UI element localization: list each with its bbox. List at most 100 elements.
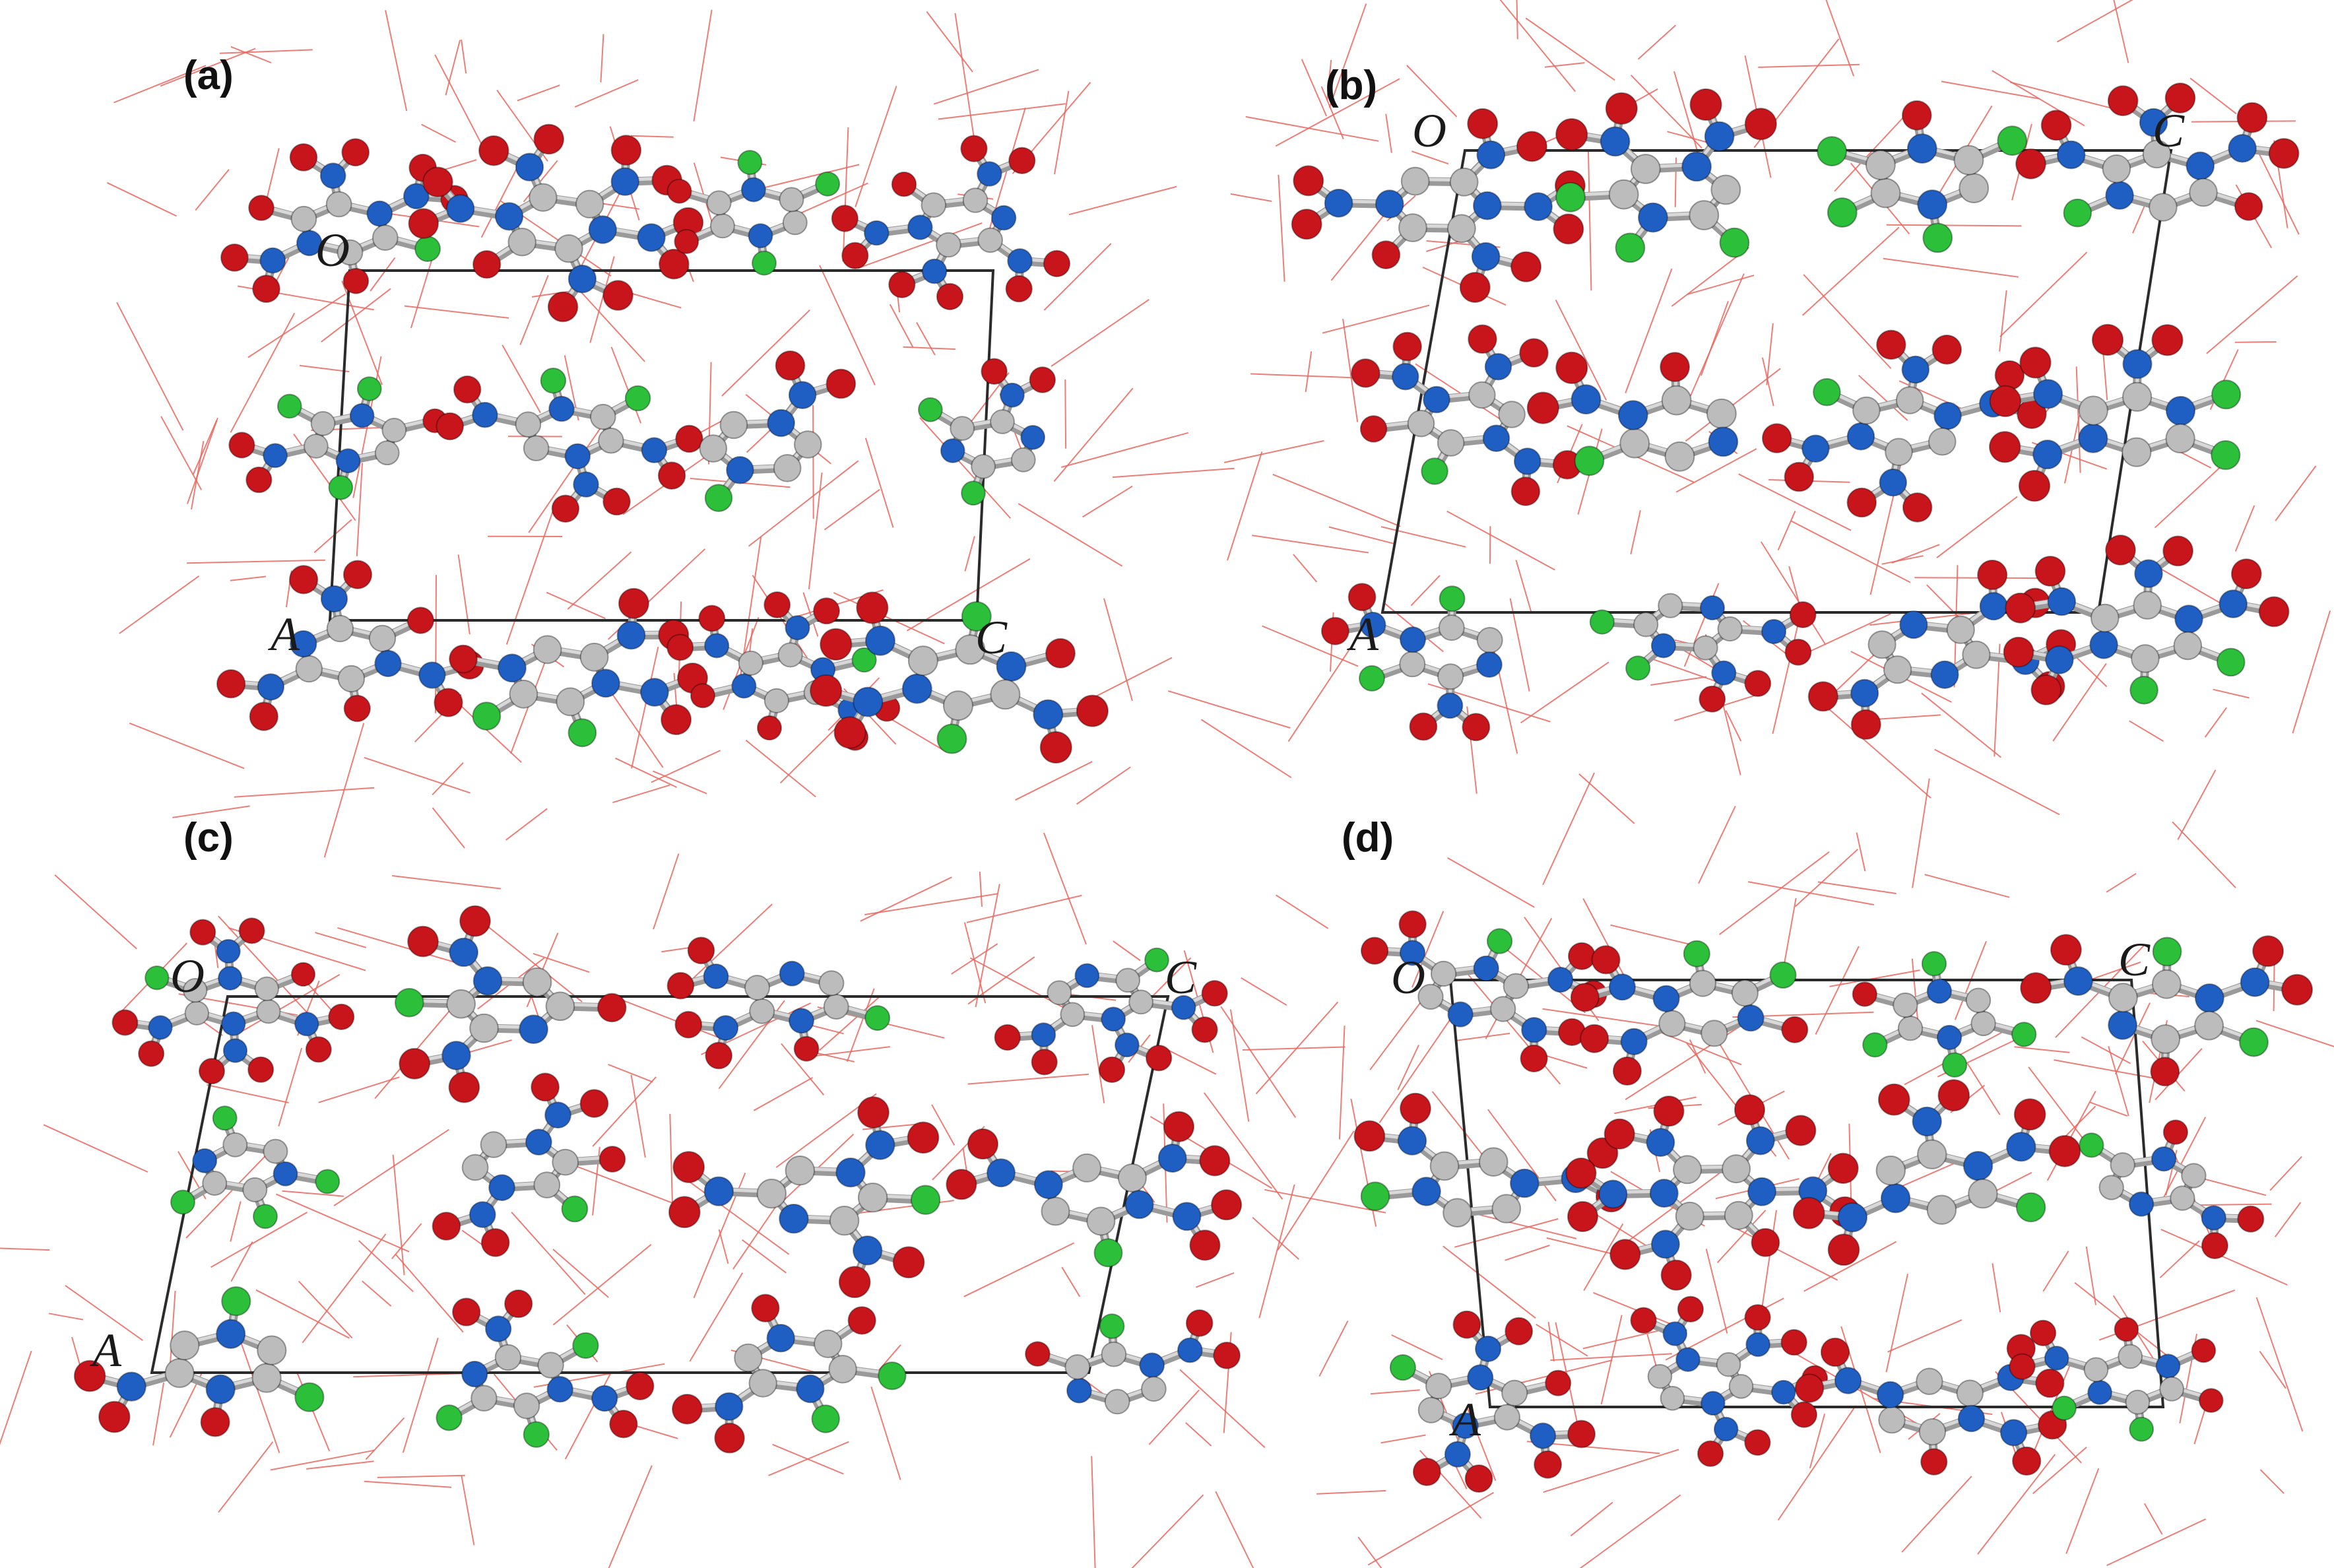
oxygen-atom (1029, 366, 1056, 393)
oxygen-atom (1201, 980, 1228, 1007)
carbon-atom (1491, 1194, 1522, 1224)
hbond-line (781, 1043, 825, 1095)
carbon-atom (1449, 167, 1479, 197)
hbond-line (1391, 1334, 1443, 1361)
hbond-line (1716, 1210, 1767, 1263)
carbon-atom (1493, 1404, 1520, 1431)
fluorine-atom (851, 647, 877, 673)
fluorine-atom (1813, 377, 1841, 407)
fluorine-atom (737, 150, 763, 176)
oxygen-atom (891, 171, 917, 197)
nitrogen-atom (1475, 651, 1503, 678)
oxygen-atom (1076, 694, 1109, 727)
nitrogen-atom (1475, 1335, 1502, 1363)
nitrogen-atom (1411, 1177, 1441, 1206)
fluorine-atom (1574, 445, 1605, 476)
hbond-line (857, 222, 983, 269)
oxygen-atom (602, 280, 633, 311)
carbon-atom (170, 1330, 200, 1361)
hbond-line (1061, 1266, 1081, 1297)
hbond-line (546, 591, 606, 620)
oxygen-atom (2114, 1317, 2139, 1342)
hbond-line (402, 1338, 439, 1453)
nitrogen-atom (1400, 626, 1426, 653)
oxygen-atom (1464, 1464, 1493, 1493)
carbon-atom (513, 1392, 540, 1420)
fluorine-atom (1941, 1052, 1968, 1078)
nitrogen-atom (1473, 955, 1499, 982)
oxygen-atom (1516, 131, 1547, 162)
nitrogen-atom (2139, 108, 2168, 137)
nitrogen-atom (864, 220, 890, 246)
carbon-atom (1101, 1341, 1127, 1367)
carbon-atom (183, 978, 208, 1003)
axis-c-label-d: C (2118, 933, 2151, 986)
carbon-atom (1722, 1154, 1751, 1184)
hbond-line (1505, 1245, 1550, 1261)
oxygen-atom (1359, 415, 1388, 443)
oxygen-atom (1320, 616, 1349, 645)
nitrogen-atom (2105, 181, 2134, 210)
carbon-atom (522, 967, 552, 997)
hbond-line (1999, 251, 2088, 338)
hbond-line (1397, 1045, 1419, 1091)
nitrogen-atom (374, 649, 402, 678)
hbond-line (864, 438, 894, 528)
hbond-line (718, 1229, 729, 1264)
fluorine-atom (918, 397, 943, 422)
oxygen-atom (247, 1056, 275, 1083)
carbon-atom (372, 224, 399, 251)
nitrogen-atom (2195, 983, 2224, 1013)
hbond-line (230, 1201, 242, 1242)
molecules-b (1291, 82, 2300, 742)
oxygen-atom (599, 1146, 626, 1173)
carbon-atom (2108, 983, 2138, 1013)
hbond-line (230, 1241, 253, 1282)
hbond-line (552, 1244, 652, 1326)
fluorine-atom (704, 484, 733, 512)
oxygen-atom (1751, 1227, 1780, 1257)
carbon-atom (1047, 980, 1072, 1006)
oxygen-atom (547, 291, 579, 323)
panel-a: (a) O A C (106, 9, 1235, 858)
nitrogen-atom (2063, 966, 2093, 996)
hbond-line (2113, 0, 2129, 63)
oxygen-atom (1347, 583, 1377, 612)
hbond-line (392, 875, 502, 890)
hbond-line (1242, 1046, 1345, 1051)
carbon-atom (1689, 969, 1716, 997)
hbond-line (1223, 440, 1324, 463)
nitrogen-atom (273, 1161, 298, 1187)
carbon-atom (1965, 987, 1992, 1014)
oxygen-atom (1545, 1369, 1572, 1396)
oxygen-atom (2258, 596, 2290, 628)
hbond-line (1499, 0, 1576, 92)
oxygen-atom (946, 1169, 977, 1200)
oxygen-atom (342, 560, 373, 589)
oxygen-atom (1785, 1115, 1817, 1146)
nitrogen-atom (1906, 133, 1937, 164)
nitrogen-atom (779, 1204, 809, 1234)
carbon-atom (2078, 395, 2108, 426)
oxygen-atom (1459, 272, 1491, 303)
nitrogen-atom (1999, 1419, 2028, 1447)
hbond-line (1543, 1449, 1679, 1493)
carbon-atom (1115, 967, 1141, 993)
fluorine-atom (936, 723, 967, 754)
oxygen-atom (1392, 331, 1422, 362)
hbond-line (1131, 1494, 1204, 1568)
carbon-atom (368, 624, 397, 653)
carbon-atom (461, 1154, 489, 1181)
carbon-atom (1918, 1418, 1947, 1446)
oxygen-atom (775, 350, 806, 381)
oxygen-atom (1689, 88, 1722, 121)
nitrogen-atom (1444, 1441, 1471, 1468)
nitrogen-atom (977, 161, 1002, 187)
oxygen-atom (1744, 1429, 1771, 1456)
carbon-atom (773, 454, 802, 482)
oxygen-atom (1660, 1259, 1692, 1291)
hbond-line (1168, 690, 1291, 729)
hbond-line (1203, 1092, 1283, 1200)
carbon-atom (1878, 1406, 1906, 1434)
hbond-line (1370, 1389, 1420, 1395)
